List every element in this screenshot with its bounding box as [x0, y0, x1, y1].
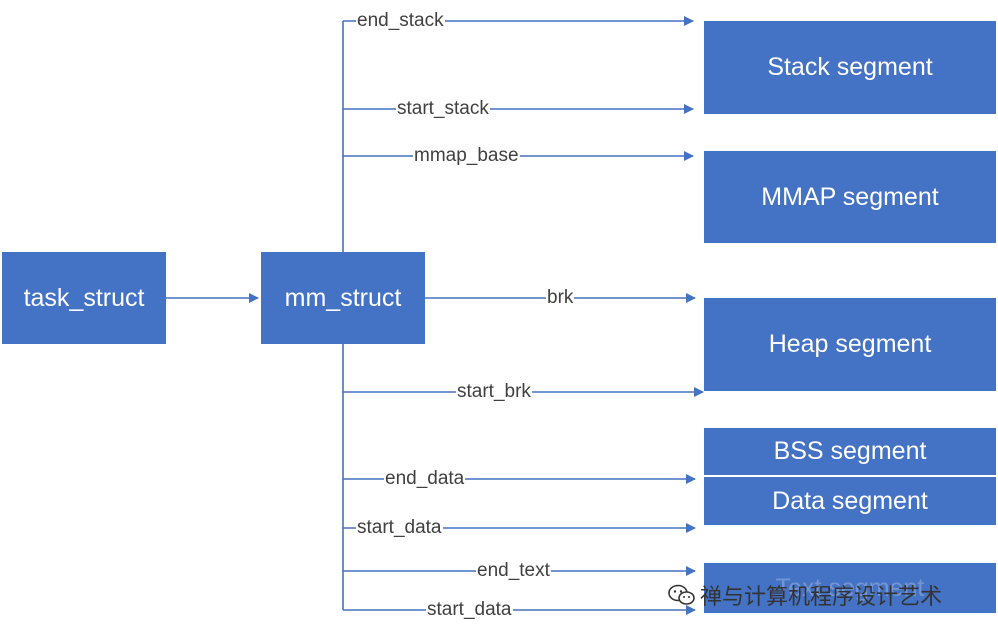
- mmap-segment-box: MMAP segment: [704, 151, 996, 243]
- data-segment-box: Data segment: [704, 477, 996, 525]
- mm-struct-label: mm_struct: [284, 283, 402, 312]
- label-start-data-2: start_data: [426, 599, 513, 620]
- bss-segment-box: BSS segment: [704, 428, 996, 475]
- label-start-data-1: start_data: [356, 517, 443, 538]
- text-segment-box: Text segment: [704, 563, 996, 613]
- label-end-stack: end_stack: [356, 10, 445, 31]
- label-start-stack: start_stack: [396, 98, 490, 119]
- stack-segment-label: Stack segment: [767, 53, 933, 81]
- watermark: 禅与计算机程序设计艺术: [668, 579, 942, 611]
- label-end-text: end_text: [476, 560, 551, 581]
- label-brk: brk: [546, 287, 575, 308]
- label-end-data: end_data: [384, 468, 466, 489]
- data-segment-label: Data segment: [772, 486, 928, 515]
- bss-segment-label: BSS segment: [773, 437, 927, 465]
- heap-segment-box: Heap segment: [704, 298, 996, 391]
- mm-struct-box: mm_struct: [261, 252, 425, 344]
- mmap-segment-label: MMAP segment: [761, 182, 939, 211]
- label-mmap-base: mmap_base: [413, 145, 520, 166]
- wechat-icon: [668, 584, 695, 605]
- task-struct-box: task_struct: [2, 252, 166, 344]
- task-struct-label: task_struct: [23, 283, 145, 312]
- watermark-text: 禅与计算机程序设计艺术: [700, 584, 943, 609]
- label-start-brk: start_brk: [456, 381, 532, 402]
- heap-segment-label: Heap segment: [768, 330, 932, 358]
- stack-segment-box: Stack segment: [704, 21, 996, 114]
- text-segment-label: Text segment: [775, 573, 925, 602]
